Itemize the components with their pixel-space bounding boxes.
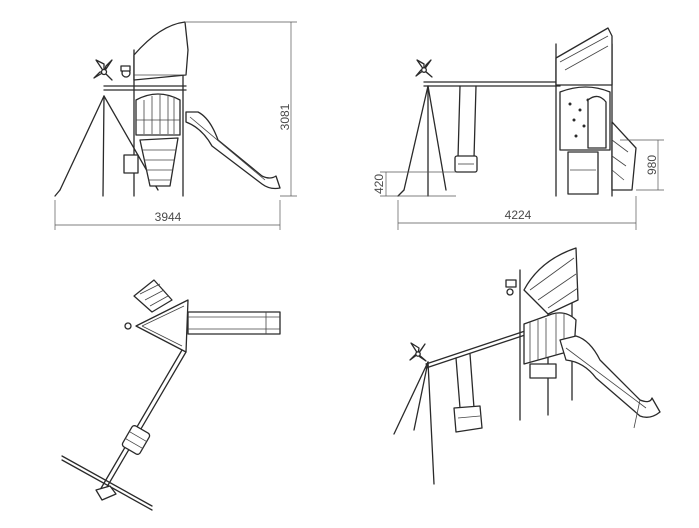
side-seat-height-label: 420 xyxy=(372,174,386,194)
side-view xyxy=(397,27,637,197)
plan-view xyxy=(61,279,281,511)
tower-roof xyxy=(555,27,613,86)
slide xyxy=(559,335,661,418)
side-platform-height-dimension: 980 xyxy=(620,139,664,191)
front-view xyxy=(54,21,281,197)
pinwheel-ornament xyxy=(93,59,113,81)
pinwheel-ornament xyxy=(95,485,117,501)
front-width-dimension: 3944 xyxy=(54,200,281,230)
slide xyxy=(187,311,281,335)
side-width-label: 4224 xyxy=(505,208,532,222)
side-platform-height-label: 980 xyxy=(645,155,659,175)
tower-roof xyxy=(523,247,579,315)
climbing-panel xyxy=(135,93,181,136)
swing-seat xyxy=(121,425,151,455)
front-width-label: 3944 xyxy=(155,210,182,224)
front-height-label: 3081 xyxy=(278,103,292,130)
front-height-dimension: 3081 xyxy=(186,21,297,197)
pinwheel-ornament xyxy=(409,342,427,362)
pinwheel-ornament xyxy=(415,59,433,78)
isometric-view xyxy=(393,247,661,485)
tower-roof xyxy=(133,21,189,81)
swing-seat xyxy=(453,405,483,433)
tower-roof xyxy=(135,299,189,353)
slide xyxy=(185,111,281,190)
side-seat-height-dimension: 420 xyxy=(372,171,456,197)
side-width-dimension: 4224 xyxy=(397,196,637,230)
